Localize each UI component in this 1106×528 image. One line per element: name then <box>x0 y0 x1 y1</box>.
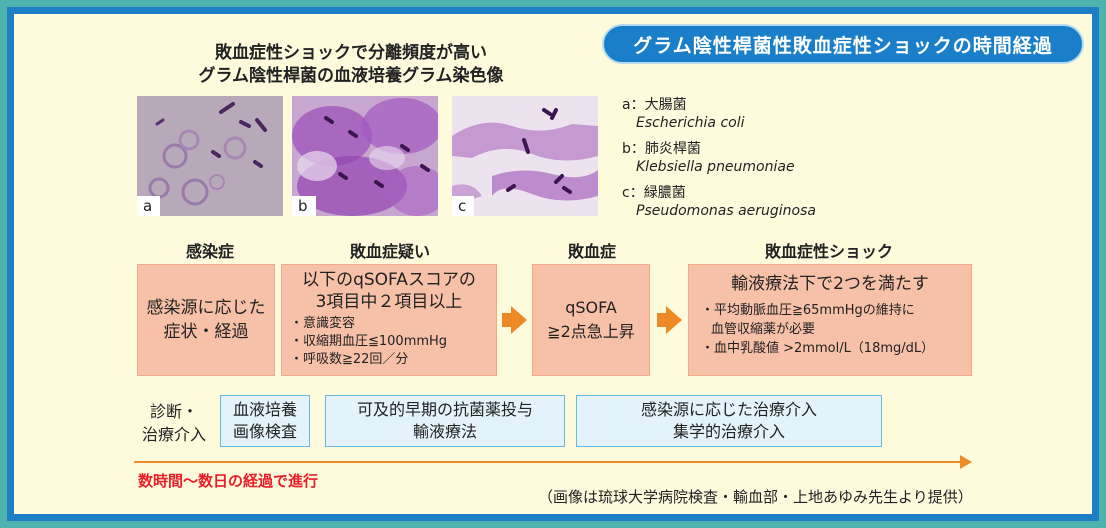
legend-item-a: a：大腸菌 Escherichia coli <box>622 96 745 132</box>
blood-culture-line1: 血液培養 <box>232 400 297 419</box>
gram-stain-photo-c: c <box>452 96 598 216</box>
legend-key-c: c：緑膿菌 <box>622 185 686 201</box>
stage-label-infection: 感染症 <box>185 242 234 261</box>
image-heading-line2: グラム陰性桿菌の血液培養グラム染色像 <box>198 66 504 86</box>
source-control-line1: 感染源に応じた治療介入 <box>640 400 817 419</box>
image-heading: 敗血症性ショックで分離頻度が高い グラム陰性桿菌の血液培養グラム染色像 <box>186 42 516 88</box>
antibiotic-line2: 輸液療法 <box>412 422 477 441</box>
qsofa-item-blood-pressure: ・収縮期血圧≦100mmHg <box>290 334 448 349</box>
photo-a-label: a <box>137 196 161 216</box>
arrow-right-icon <box>511 306 527 334</box>
suspected-sepsis-line2: 3項目中２項目以上 <box>315 292 463 312</box>
suspected-sepsis-line1: 以下のqSOFAスコアの <box>302 270 476 290</box>
stage-label-suspected-sepsis: 敗血症疑い <box>349 242 430 261</box>
arrow-stem-2 <box>657 313 667 327</box>
page-title: グラム陰性桿菌性敗血症性ショックの時間経過 <box>602 24 1084 64</box>
legend-sci-b: Klebsiella pneumoniae <box>636 159 795 175</box>
legend-item-b: b：肺炎桿菌 Klebsiella pneumoniae <box>622 140 795 176</box>
image-heading-line1: 敗血症性ショックで分離頻度が高い <box>215 43 487 63</box>
sepsis-line1: qSOFA <box>565 298 617 317</box>
antibiotic-box: 可及的早期の抗菌薬投与 輸液療法 <box>325 395 565 447</box>
blood-culture-line2: 画像検査 <box>232 422 297 441</box>
photo-a-image <box>137 96 283 216</box>
gram-stain-photo-b: b <box>292 96 438 216</box>
infection-line1: 感染源に応じた <box>146 298 266 318</box>
legend-key-b: b：肺炎桿菌 <box>622 141 701 157</box>
photo-b-label: b <box>292 196 316 216</box>
qsofa-item-consciousness: ・意識変容 <box>290 316 356 331</box>
diagnosis-label-line1: 診断・ <box>149 402 198 421</box>
septic-shock-box: 輸液療法下で2つを満たす ・平均動脈血圧≧65mmHgの維持に 血管収縮薬が必要… <box>688 264 972 376</box>
septic-shock-item1-line1: ・平均動脈血圧≧65mmHgの維持に <box>701 303 915 318</box>
timeline-line <box>134 461 962 463</box>
sepsis-box: qSOFA ≧2点急上昇 <box>532 264 650 376</box>
photo-b-image <box>292 96 438 216</box>
septic-shock-title: 輸液療法下で2つを満たす <box>731 274 929 294</box>
timeline-label: 数時間〜数日の経過で進行 <box>138 472 319 490</box>
timeline-arrow-icon <box>960 455 972 469</box>
stage-label-sepsis: 敗血症 <box>567 242 616 261</box>
gram-stain-photo-a: a <box>137 96 283 216</box>
sepsis-line2: ≧2点急上昇 <box>547 322 635 341</box>
source-control-box: 感染源に応じた治療介入 集学的治療介入 <box>576 395 882 447</box>
infection-line2: 症状・経過 <box>163 322 249 342</box>
septic-shock-item1-line2: 血管収縮薬が必要 <box>711 322 816 337</box>
source-control-line2: 集学的治療介入 <box>672 422 785 441</box>
arrow-stem-1 <box>502 313 512 327</box>
infection-box: 感染源に応じた 症状・経過 <box>137 264 275 376</box>
arrow-right-icon <box>666 306 682 334</box>
suspected-sepsis-box: 以下のqSOFAスコアの 3項目中２項目以上 ・意識変容 ・収縮期血圧≦100m… <box>281 264 497 376</box>
septic-shock-item2: ・血中乳酸値 >2mmol/L（18mg/dL） <box>701 341 935 356</box>
legend-sci-c: Pseudomonas aeruginosa <box>636 203 816 219</box>
legend-key-a: a：大腸菌 <box>622 97 687 113</box>
antibiotic-line1: 可及的早期の抗菌薬投与 <box>356 400 533 419</box>
stage-label-septic-shock: 敗血症性ショック <box>764 242 893 261</box>
blood-culture-box: 血液培養 画像検査 <box>220 395 310 447</box>
photo-c-image <box>452 96 598 216</box>
legend-sci-a: Escherichia coli <box>636 115 745 131</box>
legend-item-c: c：緑膿菌 Pseudomonas aeruginosa <box>622 184 816 220</box>
diagnosis-label-line2: 治療介入 <box>141 425 206 444</box>
photo-c-label: c <box>452 196 475 216</box>
image-credit: （画像は琉球大学病院検査・輸血部・上地あゆみ先生より提供） <box>538 488 973 506</box>
diagnosis-label: 診断・ 治療介入 <box>132 400 216 446</box>
qsofa-item-respiratory-rate: ・呼吸数≧22回／分 <box>290 352 409 367</box>
